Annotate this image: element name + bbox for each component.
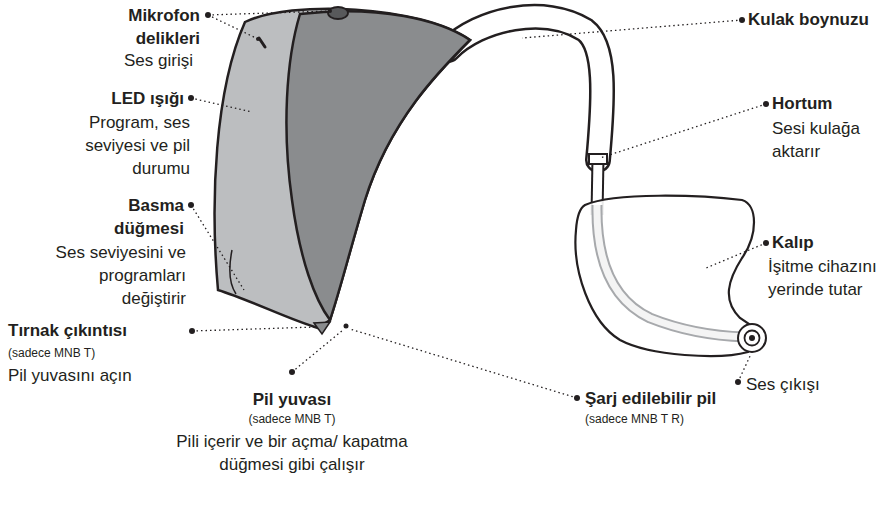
microphone-hole	[328, 7, 348, 19]
tube-inside-fill	[597, 205, 745, 337]
part-description: Ses girişi	[124, 49, 193, 72]
battery-door	[344, 324, 349, 329]
leader-lines	[191, 11, 766, 398]
part-description: Pili içerir ve bir açma/ kapatma düğmesi…	[170, 430, 414, 476]
housing-light	[215, 9, 470, 328]
model-note: (sadece MNB T)	[8, 345, 95, 361]
part-name: Ses çıkışı	[746, 373, 820, 396]
part-name: Mikrofon delikleri	[100, 4, 200, 50]
sound-outlet-hole	[749, 335, 755, 341]
model-note: (sadece MNB T R)	[585, 411, 684, 427]
part-description: İşitme cihazını yerinde tutar	[768, 255, 878, 301]
part-description: Ses seviyesini ve programları değiştirir	[54, 241, 186, 310]
part-name: Hortum	[772, 92, 832, 115]
ear-mould	[575, 196, 754, 356]
part-name: Basma düğmesi	[92, 194, 184, 240]
part-name: Kalıp	[772, 231, 814, 254]
ear-hook-fill	[448, 17, 602, 160]
push-button	[230, 250, 236, 294]
model-note: (sadece MNB T)	[182, 411, 402, 427]
ear-hook	[448, 17, 602, 160]
part-description: Sesi kulağa aktarır	[772, 117, 872, 163]
tube-joint	[589, 154, 607, 164]
sound-outlet	[738, 324, 766, 352]
sound-outlet-ring	[745, 331, 760, 346]
part-name: Tırnak çıkıntısı	[8, 319, 127, 342]
housing-dark	[286, 11, 470, 320]
part-description: Program, ses seviyesi ve pil durumu	[78, 111, 190, 180]
leader-dots	[188, 9, 769, 401]
part-name: Pil yuvası	[182, 388, 402, 411]
part-name: Şarj edilebilir pil	[585, 387, 716, 410]
part-name: LED ışığı	[111, 87, 184, 110]
nail-tab	[314, 322, 330, 334]
tube-inside	[597, 205, 745, 337]
part-description: Pil yuvasını açın	[8, 364, 132, 387]
part-name: Kulak boynuzu	[748, 8, 869, 31]
